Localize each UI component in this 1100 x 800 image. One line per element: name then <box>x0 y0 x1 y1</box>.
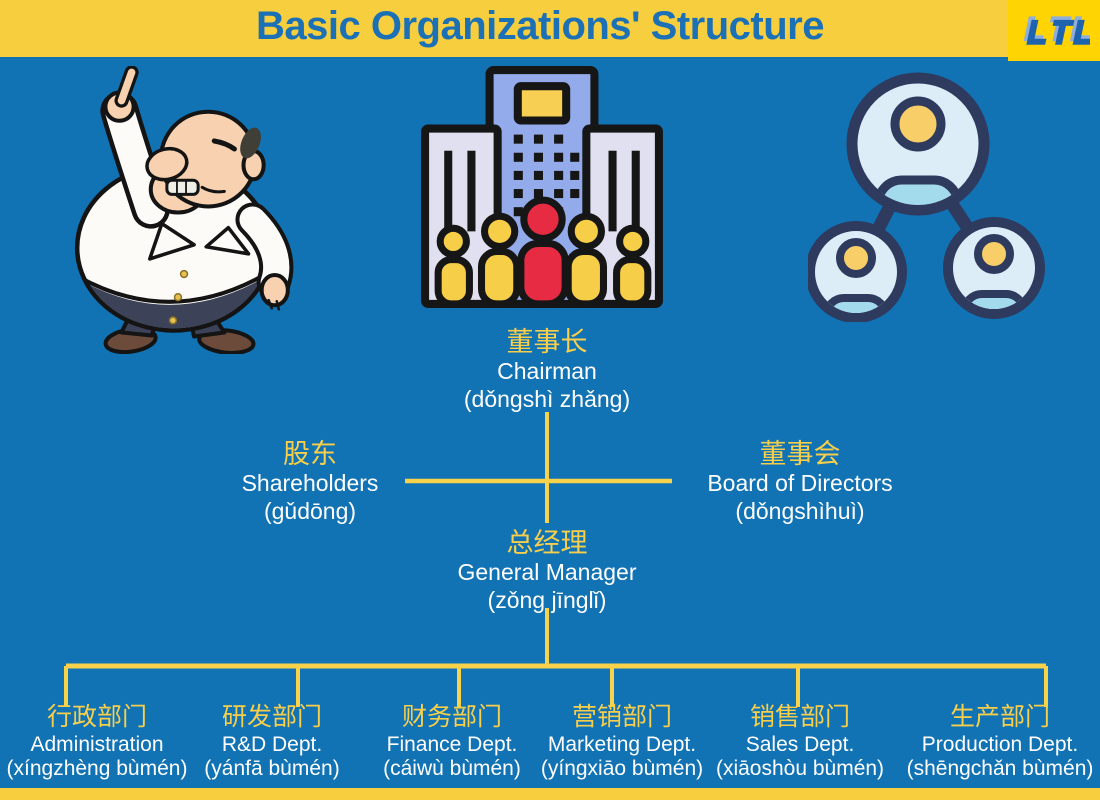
dept-pinyin: (xíngzhèng bùmén) <box>6 757 188 781</box>
dept-hanzi: 行政部门 <box>46 703 147 731</box>
dept-english: Administration <box>30 732 164 756</box>
dept-pinyin: (xiāoshòu bùmén) <box>715 757 885 781</box>
dept-pinyin: (yánfā bùmén) <box>204 757 340 781</box>
dept-pinyin: (shēngchǎn bùmén) <box>906 757 1094 781</box>
gm-english: General Manager <box>457 559 637 586</box>
node-shareholders: 股东 Shareholders (gǔdōng) <box>185 438 435 526</box>
dept-hanzi: 生产部门 <box>949 703 1050 731</box>
boss-cartoon-illustration <box>74 66 294 354</box>
node-dept-administration: 行政部门 Administration (xíngzhèng bùmén) <box>0 703 197 782</box>
team-hierarchy-illustration <box>808 72 1045 322</box>
gm-pinyin: (zǒng jīnglǐ) <box>487 586 607 613</box>
dept-english: R&D Dept. <box>221 732 323 756</box>
dept-hanzi: 营销部门 <box>571 703 672 731</box>
shareholders-pinyin: (gǔdōng) <box>263 497 357 524</box>
dept-hanzi: 研发部门 <box>221 703 322 731</box>
node-dept-marketing: 营销部门 Marketing Dept. (yíngxiāo bùmén) <box>522 703 722 782</box>
ltl-logo <box>1008 0 1100 61</box>
ltl-logo-icon <box>1023 15 1090 45</box>
dept-hanzi: 销售部门 <box>749 703 850 731</box>
node-chairman: 董事长 Chairman (dǒngshì zhǎng) <box>397 326 697 414</box>
dept-english: Marketing Dept. <box>547 732 697 756</box>
node-dept-sales: 销售部门 Sales Dept. (xiāoshòu bùmén) <box>700 703 900 782</box>
dept-pinyin: (cáiwù bùmén) <box>383 757 521 781</box>
shareholders-english: Shareholders <box>241 470 379 497</box>
board-hanzi: 董事会 <box>759 439 841 469</box>
chairman-english: Chairman <box>497 358 597 385</box>
connector-dept-drops <box>64 666 1048 707</box>
node-dept-production: 生产部门 Production Dept. (shēngchǎn bùmén) <box>900 703 1100 782</box>
chairman-pinyin: (dǒngshì zhǎng) <box>463 385 631 412</box>
page-title: Basic Organizations' Structure <box>256 4 825 48</box>
board-english: Board of Directors <box>707 470 893 497</box>
company-building-illustration <box>421 66 663 308</box>
gm-hanzi: 总经理 <box>506 528 588 558</box>
dept-english: Sales Dept. <box>745 732 855 756</box>
node-dept-finance: 财务部门 Finance Dept. (cáiwù bùmén) <box>352 703 552 782</box>
header-bar: Basic Organizations' Structure <box>0 0 1100 57</box>
dept-english: Production Dept. <box>921 732 1079 756</box>
footer-bar <box>0 788 1100 800</box>
board-pinyin: (dǒngshìhuì) <box>735 497 865 524</box>
dept-pinyin: (yíngxiāo bùmén) <box>540 757 704 781</box>
dept-english: Finance Dept. <box>386 732 518 756</box>
dept-hanzi: 财务部门 <box>401 703 502 731</box>
chairman-hanzi: 董事长 <box>506 327 588 357</box>
node-dept-rd: 研发部门 R&D Dept. (yánfā bùmén) <box>172 703 372 782</box>
node-general-manager: 总经理 General Manager (zǒng jīnglǐ) <box>397 527 697 615</box>
node-board-of-directors: 董事会 Board of Directors (dǒngshìhuì) <box>675 438 925 526</box>
shareholders-hanzi: 股东 <box>283 439 337 469</box>
